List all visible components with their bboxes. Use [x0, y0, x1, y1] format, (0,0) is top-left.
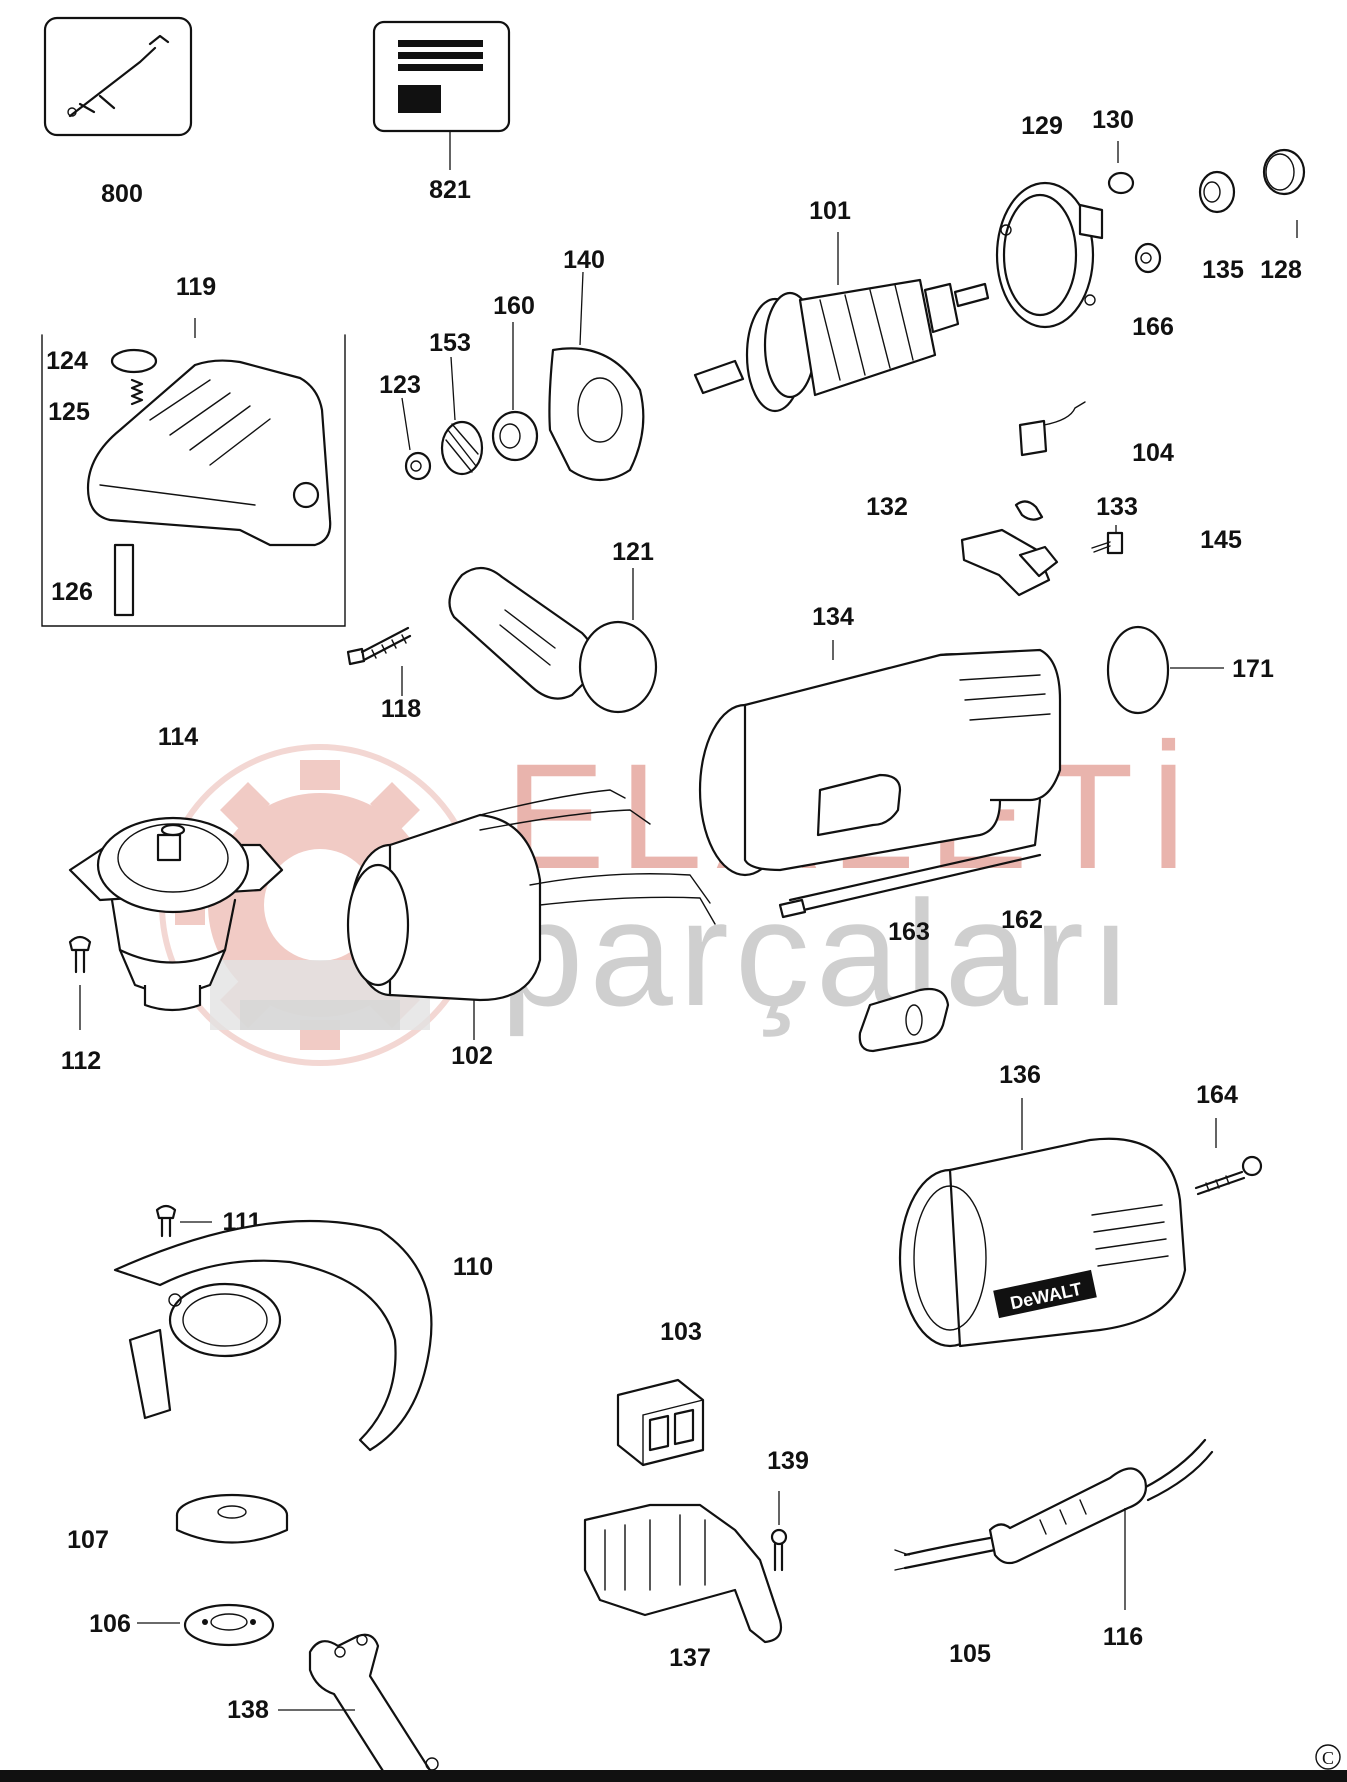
label-112: 112	[61, 1047, 101, 1075]
part-136-rear-housing: DeWALT	[898, 1098, 1187, 1348]
label-153: 153	[429, 329, 471, 357]
label-119: 119	[176, 273, 216, 301]
label-116: 116	[1103, 1623, 1143, 1651]
part-129-bearing-cover	[995, 181, 1104, 329]
part-switch-button	[858, 987, 950, 1053]
part-162-163-switch-rod	[778, 798, 1042, 919]
label-135: 135	[1202, 256, 1244, 284]
part-104-carbon-brush	[1018, 401, 1086, 457]
label-121: 121	[612, 538, 654, 566]
label-139: 139	[767, 1447, 809, 1475]
part-164-screw	[1194, 1118, 1263, 1196]
label-104: 104	[1132, 439, 1174, 467]
label-105: 105	[949, 1640, 991, 1668]
part-114-gear-case	[68, 816, 284, 1012]
label-166: 166	[1132, 313, 1174, 341]
label-133: 133	[1096, 493, 1138, 521]
label-130: 130	[1092, 106, 1134, 134]
watermark: ELALETİ parçaları	[159, 732, 1189, 1066]
label-126: 126	[51, 578, 93, 606]
part-121-side-handle	[448, 566, 658, 714]
part-135-bearing	[1198, 170, 1236, 214]
part-166-nut	[1134, 242, 1162, 274]
label-123: 123	[379, 371, 421, 399]
copyright-letter: C	[1322, 1748, 1334, 1768]
label-821: 821	[429, 176, 471, 204]
label-138: 138	[227, 1696, 269, 1724]
label-106: 106	[89, 1610, 131, 1638]
part-139-screw	[770, 1491, 788, 1572]
label-103: 103	[660, 1318, 702, 1346]
label-134: 134	[812, 603, 854, 631]
label-101: 101	[809, 197, 851, 225]
part-107-flange	[175, 1493, 289, 1544]
watermark-line2: parçaları	[500, 869, 1138, 1037]
part-153-gear	[440, 356, 484, 476]
part-119-gear-housing	[41, 318, 346, 627]
part-118-bolt	[346, 626, 412, 696]
label-124: 124	[46, 347, 88, 375]
part-123-nut	[401, 397, 432, 481]
label-145: 145	[1200, 526, 1242, 554]
part-138-spanner	[278, 1633, 439, 1782]
part-800-manual	[43, 16, 193, 137]
part-102-stator	[346, 789, 716, 1040]
label-137: 137	[669, 1644, 711, 1672]
part-111-screw	[155, 1204, 212, 1238]
part-160-bearing	[491, 322, 539, 462]
label-102: 102	[451, 1042, 493, 1070]
label-800: 800	[101, 180, 143, 208]
label-132: 132	[866, 493, 908, 521]
part-140-plate	[548, 271, 645, 481]
label-163: 163	[888, 918, 930, 946]
part-821-label	[372, 20, 511, 170]
label-114: 114	[158, 723, 198, 751]
label-128: 128	[1260, 256, 1302, 284]
label-107: 107	[67, 1526, 109, 1554]
part-132-brush-holder	[960, 500, 1059, 597]
label-162: 162	[1001, 906, 1043, 934]
part-112-screw	[68, 935, 92, 1030]
part-130-bearing	[1107, 141, 1135, 195]
label-164: 164	[1196, 1081, 1238, 1109]
part-110-wheel-guard	[113, 1219, 433, 1452]
part-116-cord-protector	[988, 1467, 1147, 1610]
label-160: 160	[493, 292, 535, 320]
label-125: 125	[48, 398, 90, 426]
part-171-o-ring	[1106, 625, 1224, 715]
part-105-cord	[894, 1438, 1214, 1571]
copyright-mark: C	[1315, 1744, 1341, 1770]
part-106-nut	[137, 1603, 275, 1647]
label-118: 118	[381, 695, 421, 723]
label-110: 110	[453, 1253, 493, 1281]
part-128-ring	[1262, 148, 1306, 238]
part-134-motor-housing	[698, 640, 1062, 877]
label-136: 136	[999, 1061, 1041, 1089]
label-129: 129	[1021, 112, 1063, 140]
part-133-screw	[1091, 525, 1124, 555]
label-140: 140	[563, 246, 605, 274]
part-103-switch	[616, 1378, 705, 1467]
bottom-border	[0, 1770, 1347, 1782]
part-101-armature	[693, 232, 990, 413]
part-137-switch-holder	[583, 1503, 783, 1644]
label-171: 171	[1232, 655, 1274, 683]
